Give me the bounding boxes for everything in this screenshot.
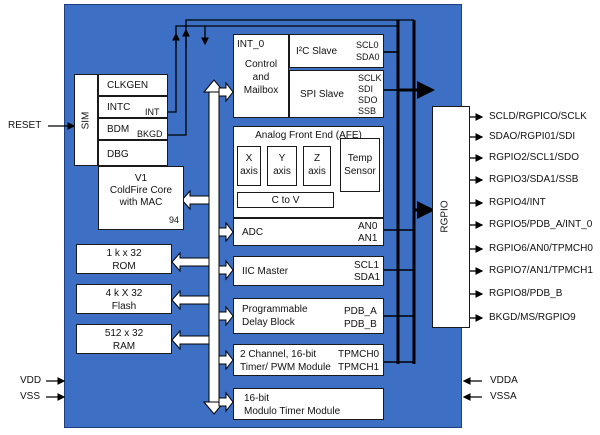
vss-pin-label: VSS bbox=[20, 391, 41, 402]
flash-block: 4 k X 32 Flash bbox=[76, 284, 172, 314]
rgpio-pin-4: RGPIO4/INT bbox=[489, 197, 546, 208]
adc-pin2: AN1 bbox=[358, 233, 378, 244]
bdm-block: BDM BKGD bbox=[98, 118, 168, 140]
z-axis-line2: axis bbox=[308, 166, 326, 177]
rgpio-pin-9: BKGD/MS/RGPIO9 bbox=[489, 312, 576, 323]
reset-pin-label: RESET bbox=[8, 120, 42, 131]
tpm-pin2: TPMCH1 bbox=[338, 362, 380, 373]
sim-block: SIM bbox=[74, 74, 98, 166]
pdb-block: Programmable Delay Block PDB_A PDB_B bbox=[233, 298, 384, 334]
tpm-line2: Timer/ PWM Module bbox=[240, 362, 331, 373]
c-to-v-block: C to V bbox=[237, 192, 334, 208]
vssa-pin-label: VSSA bbox=[490, 391, 517, 402]
tpm-block: 2 Channel, 16-bit Timer/ PWM Module TPMC… bbox=[233, 344, 384, 376]
iic-master-pin2: SDA1 bbox=[354, 272, 381, 283]
i2c-slave-pin2: SDA0 bbox=[356, 52, 380, 62]
core-pin-label: 94 bbox=[169, 215, 180, 225]
mtim-line2: Modulo Timer Module bbox=[244, 406, 341, 417]
y-axis-line2: axis bbox=[273, 166, 291, 177]
ram-size: 512 x 32 bbox=[104, 328, 144, 339]
tpm-pin1: TPMCH0 bbox=[338, 349, 380, 360]
z-axis-line1: Z bbox=[313, 153, 321, 164]
dbg-block: DBG bbox=[98, 140, 168, 166]
clkgen-block: CLKGEN bbox=[98, 74, 168, 96]
y-axis-block: Y axis bbox=[267, 146, 297, 186]
adc-pin1: AN0 bbox=[358, 221, 378, 232]
adc-label: ADC bbox=[242, 227, 264, 238]
i2c-slave-block: I²C Slave SCL0 SDA0 bbox=[289, 34, 384, 68]
clkgen-label: CLKGEN bbox=[107, 80, 149, 91]
rgpio-pin-1: SDAO/RGPI01/SDI bbox=[489, 131, 576, 142]
vdd-pin-label: VDD bbox=[20, 375, 42, 386]
control-line1: Control bbox=[244, 59, 278, 70]
rgpio-label: RGPIO bbox=[439, 200, 451, 233]
i2c-slave-pin1: SCL0 bbox=[356, 40, 379, 50]
spi-slave-block: SPI Slave SCLK SDI SDO SSB bbox=[289, 70, 384, 118]
spi-slave-label: SPI Slave bbox=[300, 89, 344, 100]
pdb-line2: Delay Block bbox=[242, 317, 295, 328]
bdm-pin-label: BKGD bbox=[137, 129, 163, 139]
iic-master-block: IIC Master SCL1 SDA1 bbox=[233, 256, 384, 286]
flash-size: 4 k X 32 bbox=[105, 288, 143, 299]
bdm-label: BDM bbox=[107, 124, 130, 135]
dbg-label: DBG bbox=[107, 149, 129, 160]
rgpio-pin-7: RGPIO7/AN1/TPMCH1 bbox=[489, 265, 593, 276]
pdb-pin1: PDB_A bbox=[344, 306, 377, 317]
iic-master-pin1: SCL1 bbox=[354, 260, 380, 271]
rgpio-block: RGPIO bbox=[432, 106, 470, 328]
x-axis-line2: axis bbox=[240, 166, 258, 177]
iic-master-label: IIC Master bbox=[242, 266, 289, 277]
rgpio-pin-5: RGPIO5/PDB_A/INT_0 bbox=[489, 219, 593, 230]
rgpio-pin-6: RGPIO6/AN0/TPMCH0 bbox=[489, 243, 593, 254]
core-line3: with MAC bbox=[119, 197, 163, 208]
mtim-block: 16-bit Modulo Timer Module bbox=[233, 388, 384, 420]
ram-label: RAM bbox=[112, 341, 136, 352]
spi-slave-pin-ssb: SSB bbox=[358, 106, 377, 116]
vdda-pin-label: VDDA bbox=[490, 375, 518, 386]
x-axis-line1: X bbox=[245, 153, 253, 164]
int0-label: INT_0 bbox=[237, 39, 265, 50]
tpm-line1: 2 Channel, 16-bit bbox=[240, 349, 317, 360]
c-to-v-label: C to V bbox=[271, 195, 300, 206]
sim-label: SIM bbox=[80, 111, 92, 130]
control-mailbox-block: INT_0 Control and Mailbox bbox=[233, 34, 289, 118]
rom-size: 1 k x 32 bbox=[106, 248, 142, 259]
intc-block: INTC INT bbox=[98, 96, 168, 118]
rgpio-pin-2: RGPIO2/SCL1/SDO bbox=[489, 152, 580, 163]
rgpio-pin-0: SCLD/RGPICO/SCLK bbox=[489, 111, 587, 122]
x-axis-block: X axis bbox=[237, 146, 261, 186]
intc-pin-label: INT bbox=[145, 107, 160, 117]
core-line1: V1 bbox=[134, 173, 148, 184]
pdb-line1: Programmable bbox=[242, 304, 308, 315]
rgpio-pin-3: RGPIO3/SDA1/SSB bbox=[489, 174, 579, 185]
z-axis-block: Z axis bbox=[303, 146, 331, 186]
spi-slave-pin-sdi: SDI bbox=[358, 84, 374, 94]
flash-label: Flash bbox=[111, 301, 137, 312]
y-axis-line1: Y bbox=[278, 153, 286, 164]
control-line3: Mailbox bbox=[243, 85, 279, 96]
ram-block: 512 x 32 RAM bbox=[76, 324, 172, 354]
intc-label: INTC bbox=[107, 102, 131, 113]
core-line2: ColdFire Core bbox=[109, 185, 173, 196]
coldfire-core-block: V1 ColdFire Core with MAC 94 bbox=[98, 166, 184, 230]
spi-slave-pin-sdo: SDO bbox=[358, 95, 378, 105]
i2c-slave-label: I²C Slave bbox=[296, 46, 338, 57]
temp-line1: Temp bbox=[347, 153, 373, 164]
afe-title: Analog Front End (AFE) bbox=[255, 130, 362, 141]
rgpio-pin-8: RGPIO8/PDB_B bbox=[489, 288, 563, 299]
temp-line2: Sensor bbox=[344, 166, 376, 177]
temp-sensor-block: Temp Sensor bbox=[340, 138, 380, 192]
rom-label: ROM bbox=[112, 261, 136, 272]
rgpio-pin-arrows bbox=[463, 113, 484, 322]
rom-block: 1 k x 32 ROM bbox=[76, 244, 172, 274]
internal-bus bbox=[171, 79, 234, 415]
spi-slave-pin-sclk: SCLK bbox=[358, 73, 382, 83]
bkgd-line bbox=[168, 19, 414, 136]
pdb-pin2: PDB_B bbox=[344, 319, 377, 330]
mtim-line1: 16-bit bbox=[244, 393, 270, 404]
control-line2: and bbox=[252, 72, 270, 83]
int-line bbox=[168, 25, 398, 113]
adc-block: ADC AN0 AN1 bbox=[233, 218, 384, 246]
